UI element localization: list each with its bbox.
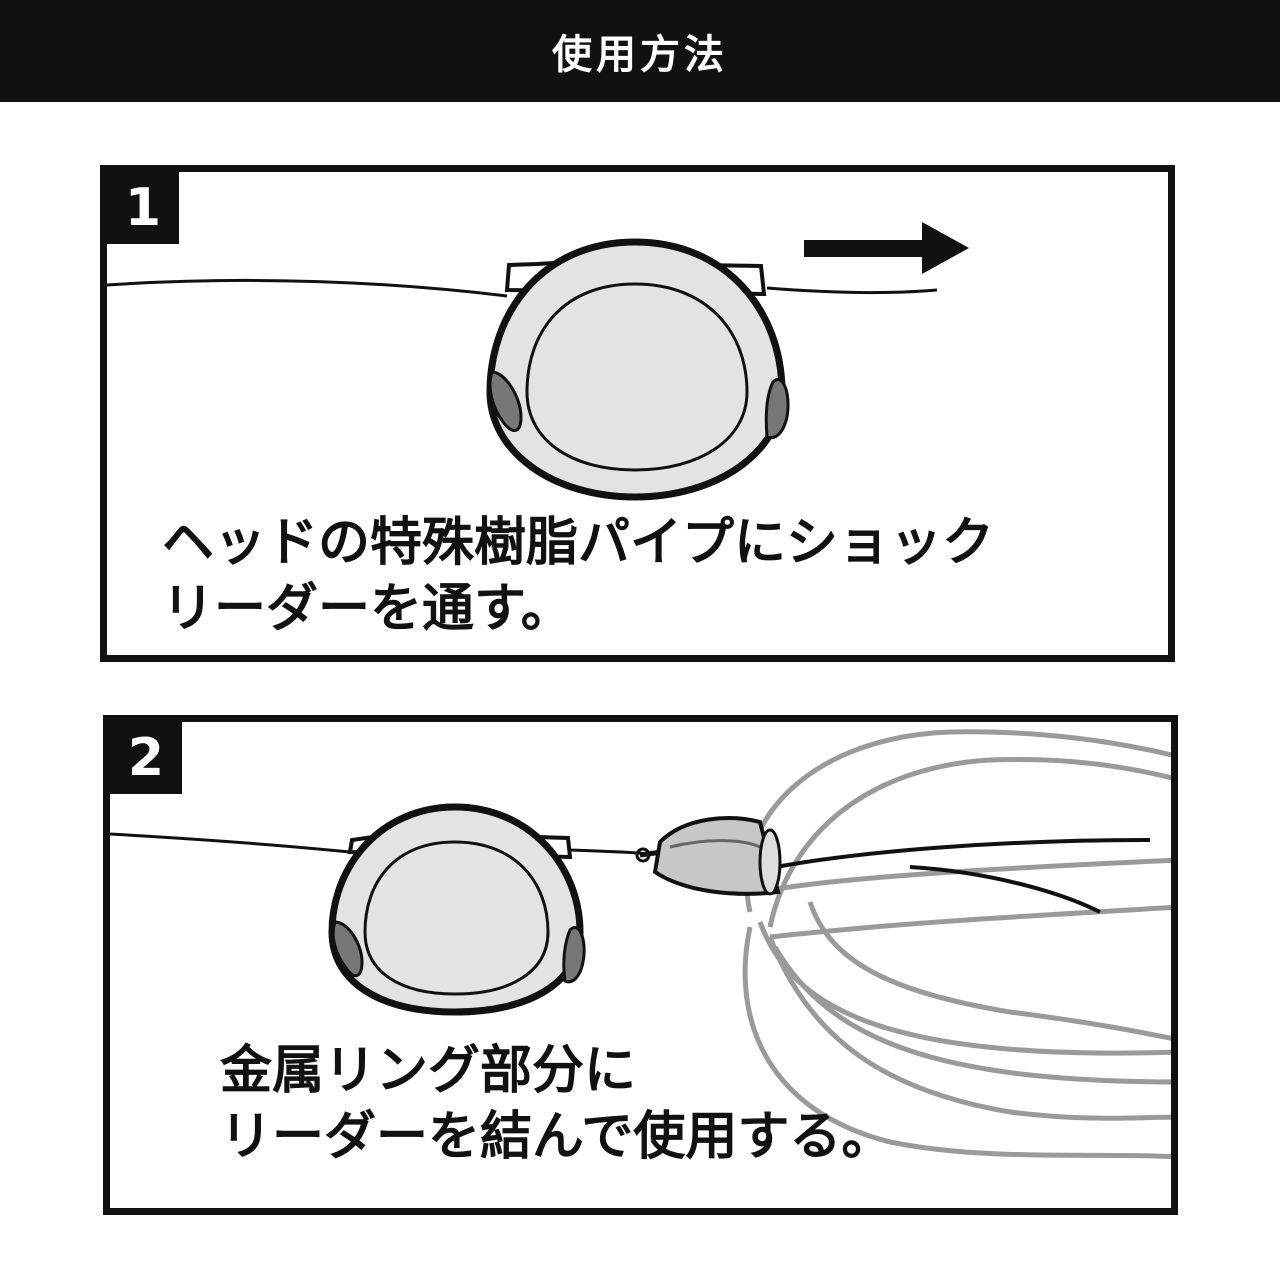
step-1-illustration xyxy=(107,222,969,501)
step-1-caption-line-1: ヘッドの特殊樹脂パイプにショック xyxy=(162,513,995,573)
step-1-number: 1 xyxy=(124,178,162,238)
step-2-number: 2 xyxy=(127,728,165,788)
assist-line xyxy=(759,838,1151,914)
step-2-caption-line-1: 金属リング部分に xyxy=(220,1041,637,1101)
jig-head-icon xyxy=(328,803,586,1016)
step-1-caption: ヘッドの特殊樹脂パイプにショック リーダーを通す。 xyxy=(162,510,994,642)
step-2-caption: 金属リング部分に リーダーを結んで使用する。 xyxy=(220,1038,893,1170)
arrow-right-icon xyxy=(804,222,969,274)
jig-head-icon xyxy=(486,238,790,501)
step-1-badge: 1 xyxy=(107,172,179,244)
page-title: 使用方法 xyxy=(0,0,1280,102)
step-1-panel: 1 ヘッドの特殊樹脂パイプにショック リーダーを通す。 xyxy=(100,165,1175,662)
step-2-caption-line-2: リーダーを結んで使用する。 xyxy=(220,1107,894,1168)
step-2-badge: 2 xyxy=(110,722,182,794)
metal-ring-icon xyxy=(635,816,782,896)
page-title-text: 使用方法 xyxy=(552,32,728,78)
leader-line xyxy=(107,278,938,298)
step-1-caption-line-2: リーダーを通す。 xyxy=(162,579,573,640)
step-2-panel: 2 xyxy=(103,715,1178,1215)
step-2-illustration xyxy=(110,729,1171,1160)
